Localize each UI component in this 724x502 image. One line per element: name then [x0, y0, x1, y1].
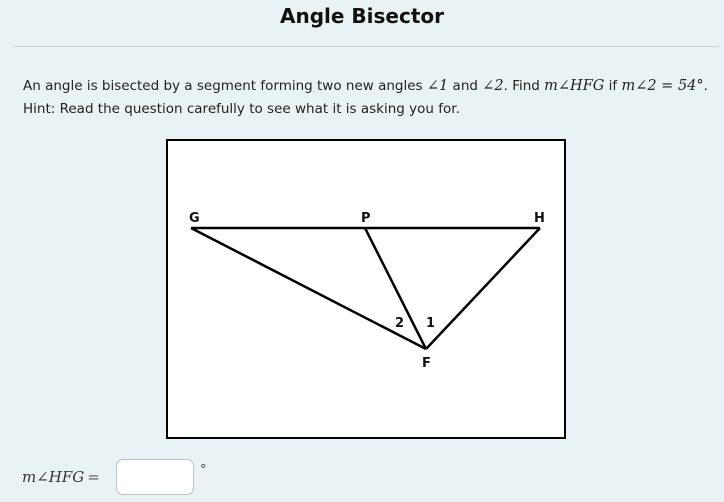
- target-angle: ∠HFG: [557, 78, 605, 94]
- degree-unit: °: [200, 463, 207, 478]
- angle-2-symbol: ∠2: [482, 78, 504, 94]
- question-hint: Hint: Read the question carefully to see…: [23, 101, 460, 117]
- figure-svg: G P H F 2 1: [189, 211, 545, 371]
- angle-1-label: 1: [426, 316, 435, 331]
- answer-label-m: m: [22, 468, 37, 486]
- answer-row: m∠HFG= °: [22, 459, 322, 495]
- target-measure-m: m: [544, 78, 558, 94]
- given-value: = 54°: [656, 78, 704, 94]
- question-find: . Find: [503, 78, 545, 94]
- answer-input[interactable]: [116, 459, 194, 495]
- segment-pf-bisector: [363, 227, 428, 350]
- question-line: An angle is bisected by a segment formin…: [23, 75, 718, 98]
- figure-diagram: G P H F 2 1: [166, 139, 566, 439]
- title-divider: [13, 46, 719, 47]
- answer-label: m∠HFG=: [22, 468, 100, 486]
- answer-label-equals: =: [87, 468, 100, 486]
- question-if: if: [604, 78, 622, 94]
- question-period: .: [703, 78, 708, 94]
- question-text: An angle is bisected by a segment formin…: [23, 75, 718, 121]
- segment-gf: [190, 226, 427, 351]
- given-measure-m: m: [621, 78, 636, 94]
- question-and: and: [448, 78, 483, 94]
- segment-hf: [425, 227, 541, 350]
- given-angle: ∠2: [635, 78, 657, 94]
- answer-label-angle: ∠HFG: [36, 468, 85, 486]
- point-p-label: P: [361, 211, 371, 226]
- point-h-label: H: [534, 211, 545, 226]
- angle-1-symbol: ∠1: [426, 78, 449, 94]
- point-f-label: F: [422, 356, 431, 371]
- page-title: Angle Bisector: [279, 4, 444, 28]
- angle-2-label: 2: [395, 316, 404, 331]
- point-g-label: G: [189, 211, 200, 226]
- question-intro: An angle is bisected by a segment formin…: [23, 78, 427, 94]
